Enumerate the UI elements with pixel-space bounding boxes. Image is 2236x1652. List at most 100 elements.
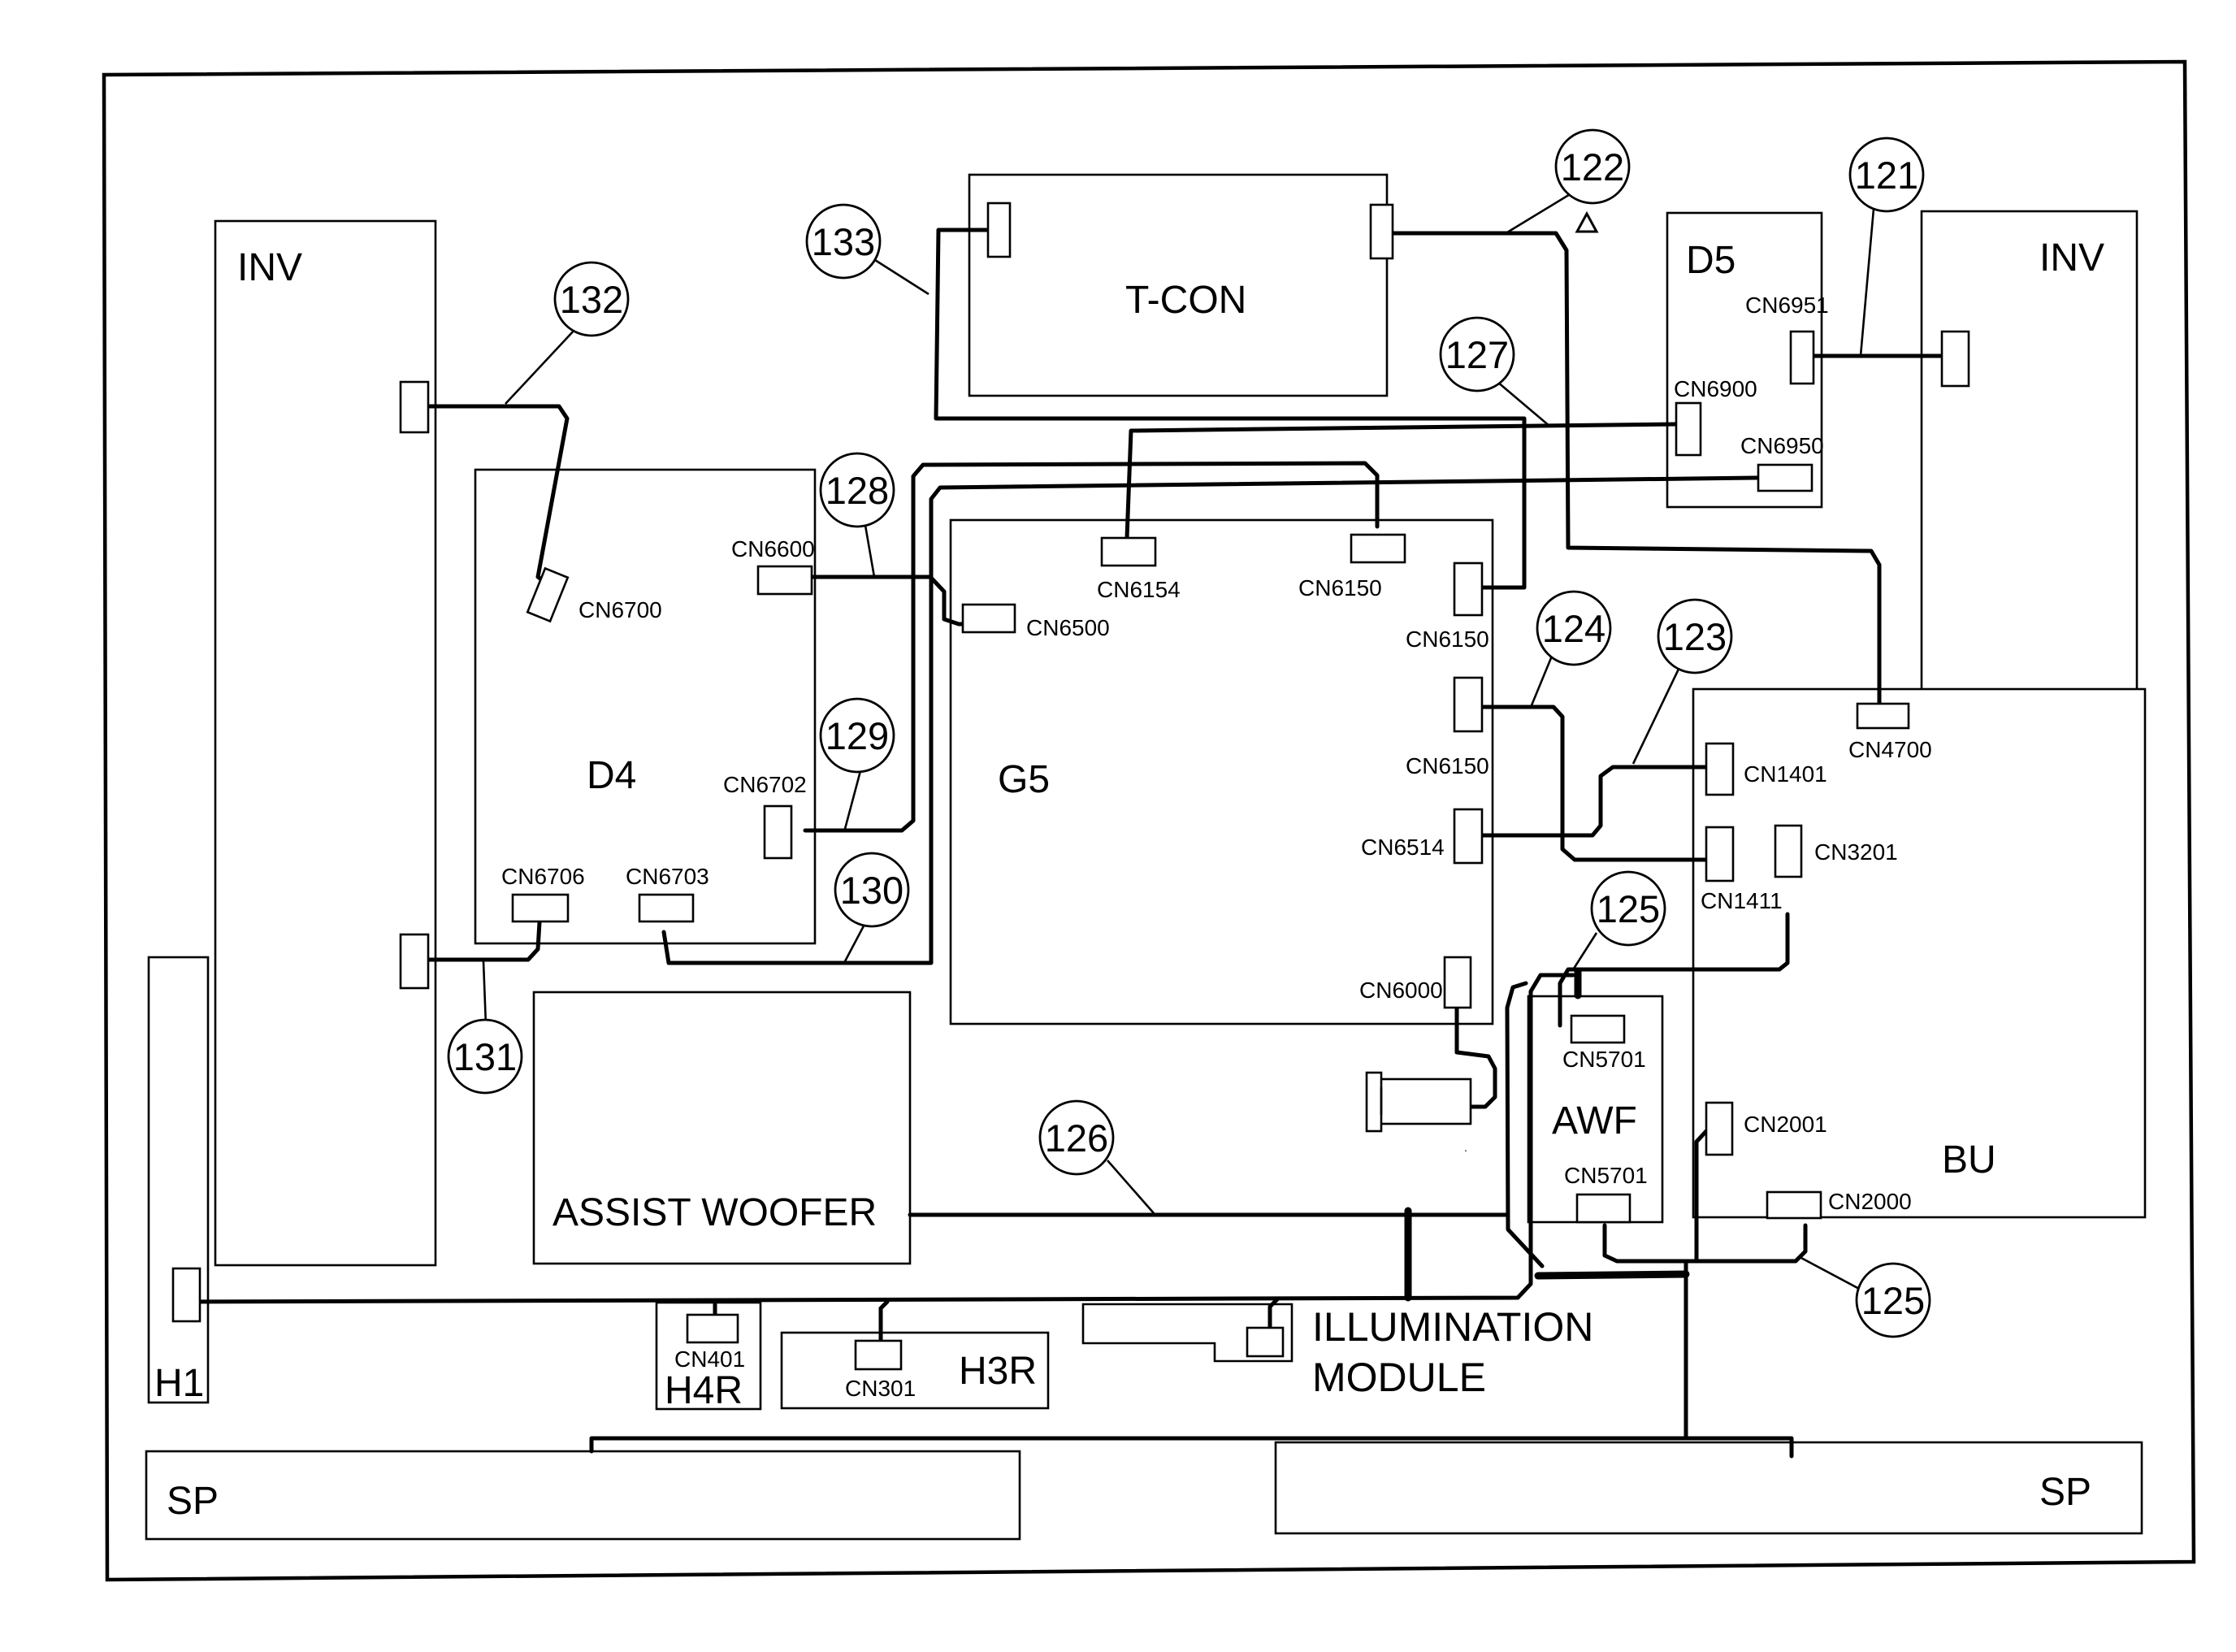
callout-126: 126 xyxy=(1038,1099,1115,1176)
callout-131: 131 xyxy=(447,1018,523,1095)
callout-133: 133 xyxy=(805,203,882,280)
label-cn6150-right1: CN6150 xyxy=(1406,627,1489,652)
connector-cn4700 xyxy=(1856,702,1910,730)
label-cn3201: CN3201 xyxy=(1814,839,1898,865)
leader-124 xyxy=(1530,649,1556,706)
connector-cn1411 xyxy=(1705,826,1735,882)
label-cn401: CN401 xyxy=(674,1346,745,1372)
label-d5: D5 xyxy=(1686,239,1736,282)
label-h3r: H3R xyxy=(959,1350,1037,1393)
label-illumination-line1: ILLUMINATION xyxy=(1312,1304,1593,1350)
label-h4r: H4R xyxy=(665,1369,743,1412)
board-sp-right xyxy=(1274,1441,2143,1535)
cable-125-lower xyxy=(1602,1223,1808,1264)
callout-128: 128 xyxy=(819,452,895,528)
svg-text:122: 122 xyxy=(1561,145,1624,189)
cable-125-upper xyxy=(1558,912,1790,1028)
label-cn6950: CN6950 xyxy=(1740,433,1824,458)
cable-illumination xyxy=(1268,1297,1280,1335)
board-illumination-module xyxy=(1081,1303,1294,1363)
svg-text:126: 126 xyxy=(1045,1117,1108,1160)
label-cn6600: CN6600 xyxy=(731,536,815,562)
connector-cn401 xyxy=(686,1313,739,1344)
label-sp-right: SP xyxy=(2039,1471,2091,1514)
label-cn6150-top: CN6150 xyxy=(1298,575,1382,601)
connector-cn6154 xyxy=(1100,536,1157,567)
cable-122 xyxy=(1382,231,1882,708)
label-cn2000: CN2000 xyxy=(1828,1189,1912,1214)
cable-128 xyxy=(808,575,969,627)
board-h3r xyxy=(780,1331,1050,1410)
outer-frame xyxy=(102,59,2196,1582)
connector-cn1401 xyxy=(1705,742,1735,796)
label-cn6154: CN6154 xyxy=(1097,577,1181,602)
callout-124: 124 xyxy=(1536,590,1612,666)
connector-cn6950 xyxy=(1757,463,1814,492)
connector-cn6150-top xyxy=(1350,533,1406,564)
leader-127 xyxy=(1497,381,1551,427)
connector-tcon-right xyxy=(1369,203,1394,260)
cable-123 xyxy=(1480,765,1722,838)
label-t-con: T-CON xyxy=(1125,279,1246,322)
svg-text:125: 125 xyxy=(1597,887,1660,930)
callout-125b: 125 xyxy=(1855,1262,1931,1338)
connector-cn6600 xyxy=(756,565,813,596)
label-cn6000: CN6000 xyxy=(1359,978,1443,1003)
label-cn4700: CN4700 xyxy=(1848,737,1932,762)
leader-121 xyxy=(1859,208,1875,357)
svg-text:121: 121 xyxy=(1855,154,1918,197)
connector-inv-left-bottom xyxy=(399,933,430,990)
board-t-con xyxy=(968,173,1389,397)
svg-text:132: 132 xyxy=(560,278,623,321)
label-cn1401: CN1401 xyxy=(1744,761,1827,787)
cable-awf-bus xyxy=(1534,1270,1690,1280)
board-d4 xyxy=(474,468,817,945)
connector-cn2001 xyxy=(1705,1101,1734,1156)
board-assist-woofer xyxy=(532,991,912,1265)
cable-cn6000 xyxy=(1454,1005,1497,1109)
cable-127 xyxy=(1124,422,1679,540)
leader-129 xyxy=(843,767,863,830)
connector-cn6951 xyxy=(1789,330,1815,385)
label-g5: G5 xyxy=(998,758,1050,801)
callout-129: 129 xyxy=(819,697,895,774)
label-cn5701-top: CN5701 xyxy=(1562,1047,1646,1072)
label-bu: BU xyxy=(1942,1138,1996,1182)
svg-text:129: 129 xyxy=(826,714,889,757)
cable-speaker-right xyxy=(1684,1436,1794,1459)
svg-text:125: 125 xyxy=(1861,1279,1925,1322)
label-d4: D4 xyxy=(587,754,636,797)
connector-cn6700 xyxy=(526,566,570,623)
callout-122: 122 xyxy=(1554,128,1631,205)
cable-main-bus xyxy=(186,973,1575,1304)
label-illumination-line2: MODULE xyxy=(1312,1355,1486,1400)
board-inv-left xyxy=(214,219,437,1267)
cable-130 xyxy=(661,475,1761,965)
connector-cn2000 xyxy=(1766,1190,1822,1220)
label-sp-left: SP xyxy=(167,1480,219,1523)
svg-text:123: 123 xyxy=(1663,615,1727,658)
leader-131 xyxy=(482,960,488,1026)
cable-133 xyxy=(934,228,1527,590)
connector-cn6150-right1 xyxy=(1453,562,1484,617)
cable-131 xyxy=(426,920,542,962)
svg-text:128: 128 xyxy=(826,469,889,512)
label-cn2001: CN2001 xyxy=(1744,1112,1827,1137)
callout-130: 130 xyxy=(834,852,910,928)
callout-127: 127 xyxy=(1439,316,1515,392)
label-h1: H1 xyxy=(154,1362,204,1405)
dot-mark: . xyxy=(1464,1141,1467,1154)
warning-triangle-icon xyxy=(1575,210,1599,233)
connector-cn5701-bottom xyxy=(1575,1193,1632,1224)
connector-inv-left-top xyxy=(399,380,430,434)
board-sp-left xyxy=(145,1450,1021,1541)
label-cn301: CN301 xyxy=(845,1376,916,1401)
leader-133 xyxy=(874,258,930,296)
connector-h1 xyxy=(171,1267,202,1323)
label-assist-woofer: ASSIST WOOFER xyxy=(552,1191,877,1234)
leader-125b xyxy=(1799,1255,1861,1291)
label-cn5701-bottom: CN5701 xyxy=(1564,1163,1648,1188)
label-inv-left: INV xyxy=(237,246,302,289)
leader-123 xyxy=(1632,661,1684,765)
connector-cn5701-top xyxy=(1570,1014,1626,1044)
